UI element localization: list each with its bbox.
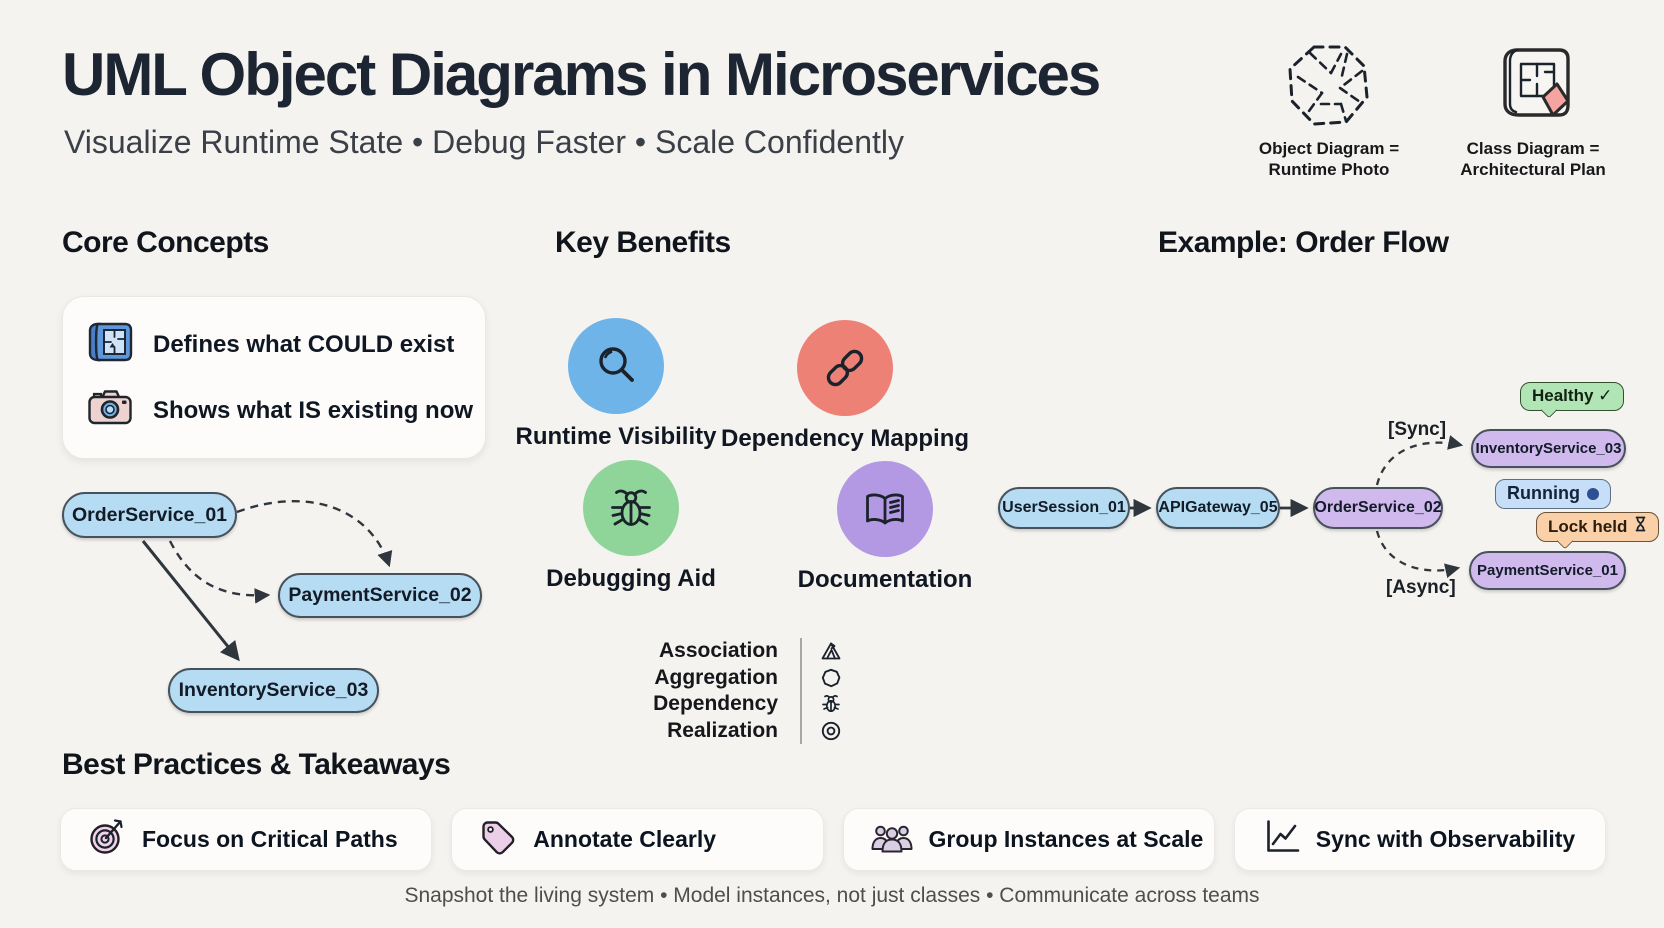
chart-icon	[1261, 817, 1301, 862]
relationship-legend: Association Aggregation Dependency Reali…	[642, 638, 842, 744]
blueprint-icon	[85, 317, 135, 372]
legend-association-label: Association	[658, 639, 778, 662]
group-icon	[870, 817, 914, 862]
class-diagram-caption-line2: Architectural Plan	[1460, 160, 1606, 179]
lock-held-badge-text: Lock held	[1548, 516, 1628, 536]
object-diagram-caption-line1: Object Diagram =	[1258, 139, 1400, 158]
node-paymentservice-02: PaymentService_02	[278, 573, 482, 618]
blueprint-map-icon	[1487, 42, 1579, 130]
bp-card-observability: Sync with Observability	[1233, 808, 1606, 871]
hourglass-icon	[1634, 516, 1647, 537]
core-concepts-heading: Core Concepts	[62, 226, 269, 259]
class-diagram-figure: Class Diagram = Architectural Plan	[1448, 42, 1618, 180]
bp-label: Focus on Critical Paths	[142, 826, 398, 852]
order-flow-heading: Example: Order Flow	[1158, 226, 1449, 259]
running-badge: Running	[1495, 479, 1611, 509]
benefit-documentation: Documentation	[790, 461, 980, 594]
running-status-dot	[1586, 487, 1599, 500]
legend-divider	[800, 638, 802, 744]
circled-dot-icon	[820, 718, 842, 745]
bug-icon	[583, 460, 679, 556]
aperture-icon	[1283, 42, 1375, 130]
async-edge-label: [Async]	[1386, 577, 1456, 598]
object-diagram-caption-line2: Runtime Photo	[1268, 160, 1390, 179]
book-icon	[837, 461, 933, 557]
running-badge-text: Running	[1507, 483, 1580, 503]
aggregation-icon	[820, 665, 842, 692]
node-apigateway-05: APIGateway_05	[1156, 487, 1280, 529]
target-icon	[87, 817, 127, 862]
bp-label: Sync with Observability	[1315, 826, 1576, 852]
bp-label: Annotate Clearly	[533, 826, 717, 852]
node-orderservice-02: OrderService_02	[1313, 487, 1443, 529]
key-benefits-heading: Key Benefits	[555, 226, 731, 259]
association-icon	[820, 638, 842, 665]
core-concepts-card: Defines what COULD exist Shows what IS e…	[62, 296, 486, 459]
bp-card-annotate: Annotate Clearly	[451, 808, 824, 871]
page-title: UML Object Diagrams in Microservices	[62, 41, 1101, 108]
node-usersession-01: UserSession_01	[998, 487, 1130, 529]
node-orderservice-01: OrderService_01	[62, 492, 237, 538]
healthy-badge: Healthy ✓	[1520, 382, 1625, 411]
healthy-badge-text: Healthy ✓	[1532, 386, 1613, 405]
best-practices-heading: Best Practices & Takeaways	[62, 748, 451, 781]
concept-could-exist: Defines what COULD exist	[85, 317, 463, 372]
best-practices-row: Focus on Critical Paths Annotate Clearly	[60, 808, 1606, 871]
benefit-label: Runtime Visibility	[515, 423, 717, 450]
bp-card-group-instances: Group Instances at Scale	[842, 808, 1215, 871]
concept-is-existing-text: Shows what IS existing now	[153, 396, 474, 424]
core-diagram-edges	[141, 499, 393, 662]
core-concepts-diagram: OrderService_01 PaymentService_02 Invent…	[40, 462, 510, 730]
node-paymentservice-01: PaymentService_01	[1469, 551, 1626, 590]
camera-icon	[85, 383, 135, 438]
order-flow-diagram: UserSession_01 APIGateway_05 OrderServic…	[930, 373, 1664, 625]
benefit-dependency-mapping: Dependency Mapping	[721, 320, 969, 453]
page-subtitle: Visualize Runtime State • Debug Faster •…	[64, 124, 905, 160]
magnifier-icon	[568, 318, 664, 414]
node-inventoryservice-03: InventoryService_03	[1471, 429, 1626, 468]
footer-tagline: Snapshot the living system • Model insta…	[404, 884, 1260, 907]
benefit-debugging-aid: Debugging Aid	[536, 460, 726, 593]
concept-could-exist-text: Defines what COULD exist	[153, 330, 455, 358]
chain-icon	[797, 320, 893, 416]
legend-dependency-label: Dependency	[653, 692, 778, 715]
benefit-runtime-visibility: Runtime Visibility	[516, 318, 716, 451]
object-diagram-figure: Object Diagram = Runtime Photo	[1244, 42, 1414, 180]
benefit-label: Documentation	[797, 566, 973, 593]
legend-realization-label: Realization	[667, 718, 778, 742]
legend-aggregation-label: Aggregation	[654, 665, 778, 689]
bp-card-critical-paths: Focus on Critical Paths	[60, 808, 433, 871]
benefit-label: Dependency Mapping	[720, 425, 970, 452]
tag-icon	[478, 817, 518, 862]
concept-is-existing: Shows what IS existing now	[85, 383, 473, 438]
bug-small-icon	[820, 691, 842, 718]
sync-edge-label: [Sync]	[1388, 419, 1447, 440]
class-diagram-caption-line1: Class Diagram =	[1466, 139, 1600, 158]
order-flow-edges	[1130, 435, 1464, 579]
node-inventoryservice-03: InventoryService_03	[168, 668, 379, 713]
benefit-label: Debugging Aid	[546, 565, 716, 592]
bp-label: Group Instances at Scale	[928, 826, 1204, 852]
header-legend: Object Diagram = Runtime Photo Class Dia…	[1244, 42, 1618, 180]
lock-held-badge: Lock held	[1536, 512, 1660, 542]
